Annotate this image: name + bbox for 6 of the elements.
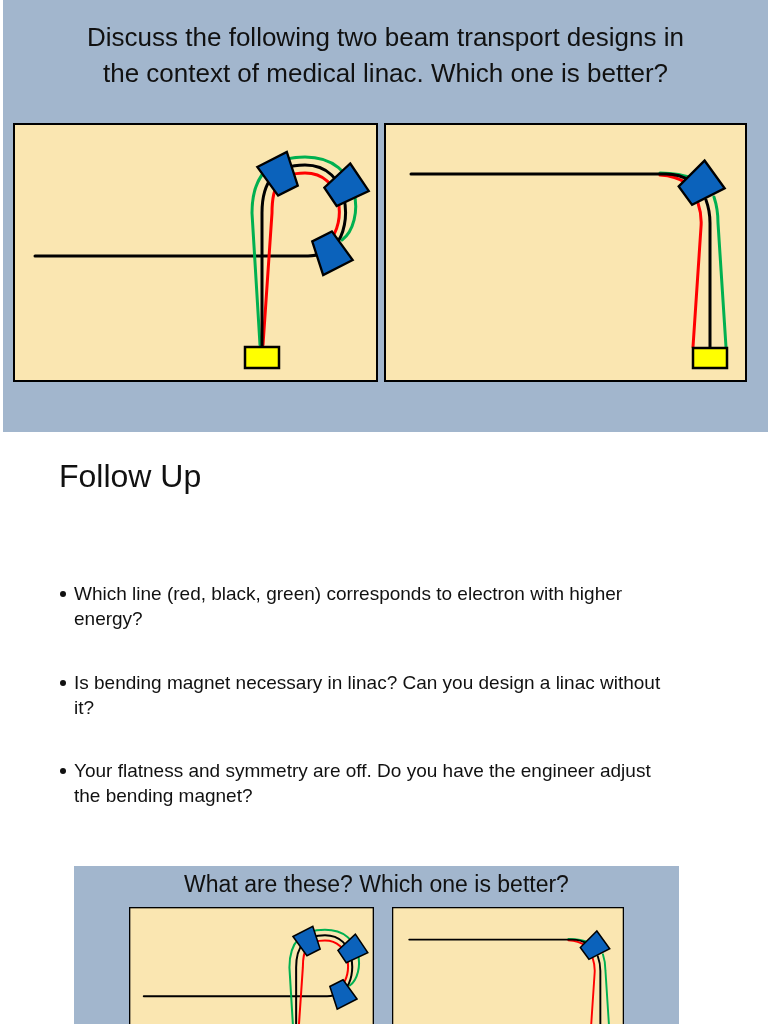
slide-title: Discuss the following two beam transport designs in the context of medical linac. Which one is better? xyxy=(86,21,685,90)
question-text: Which line (red, black, green) corresponds to electron with higher energy? xyxy=(74,582,624,631)
slide-title: What are these? Which one is better? xyxy=(184,870,569,899)
section-heading: Follow Up xyxy=(59,457,202,495)
question-text: Is bending magnet necessary in linac? Can you design a linac without it? xyxy=(74,671,662,720)
question-text: Your flatness and symmetry are off. Do you have the engineer adjust the bending magnet? xyxy=(74,759,652,808)
